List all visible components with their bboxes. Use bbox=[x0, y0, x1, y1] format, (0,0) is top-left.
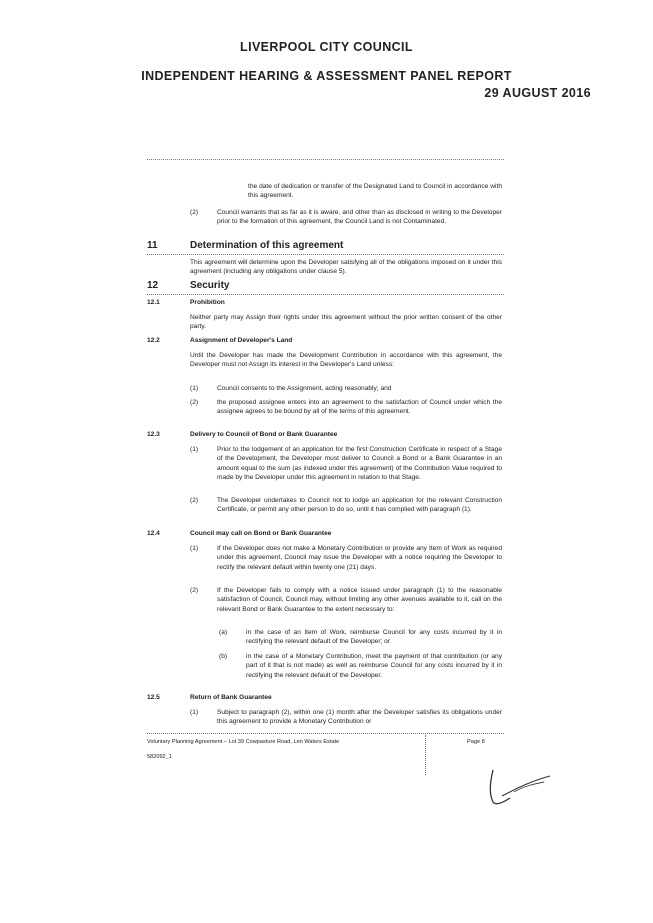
footer-page-number: Page 8 bbox=[467, 739, 485, 745]
clause-12-5-item-1-text: Subject to paragraph (2), within one (1)… bbox=[217, 709, 502, 726]
warranty-number: (2) bbox=[190, 209, 199, 216]
clause-12-5-number: 12.5 bbox=[147, 694, 160, 701]
clause-12-5-title: Return of Bank Guarantee bbox=[190, 694, 272, 701]
section-11-number: 11 bbox=[147, 240, 158, 251]
clause-12-4-subitem-b-number: (b) bbox=[219, 653, 228, 660]
clause-12-3-item-2-number: (2) bbox=[190, 497, 199, 504]
clause-12-4-item-2-number: (2) bbox=[190, 587, 199, 594]
footer-rule bbox=[147, 733, 504, 734]
clause-12-4-item-1-number: (1) bbox=[190, 545, 199, 552]
clause-12-4-number: 12.4 bbox=[147, 530, 160, 537]
clause-12-1-title: Prohibition bbox=[190, 299, 225, 306]
clause-12-3-item-1-number: (1) bbox=[190, 446, 199, 453]
signature-image bbox=[489, 769, 551, 805]
council-title: LIVERPOOL CITY COUNCIL bbox=[240, 40, 413, 54]
report-title: INDEPENDENT HEARING & ASSESSMENT PANEL R… bbox=[141, 69, 512, 83]
section-11-text: This agreement will determine upon the D… bbox=[190, 259, 502, 276]
clause-12-4-subitem-a-number: (a) bbox=[219, 629, 228, 636]
clause-12-2-item-1-number: (1) bbox=[190, 385, 199, 392]
clause-12-1-number: 12.1 bbox=[147, 299, 160, 306]
clause-12-5-item-1-number: (1) bbox=[190, 709, 199, 716]
continued-text: the date of dedication or transfer of th… bbox=[248, 183, 502, 200]
clause-12-3-item-1-text: Prior to the lodgement of an application… bbox=[217, 446, 502, 482]
footer-reference: 582092_1 bbox=[147, 754, 172, 760]
clause-12-2-text: Until the Developer has made the Develop… bbox=[190, 352, 502, 369]
section-12-title: Security bbox=[190, 280, 230, 291]
clause-12-4-item-2-text: If the Developer fails to comply with a … bbox=[217, 587, 502, 613]
clause-12-2-item-2-text: the proposed assignee enters into an agr… bbox=[217, 399, 502, 416]
section-11-title: Determination of this agreement bbox=[190, 240, 344, 251]
warranty-text: Council warrants that as far as it is aw… bbox=[217, 209, 502, 226]
clause-12-4-subitem-b-text: in the case of a Monetary Contribution, … bbox=[246, 653, 502, 679]
footer-document-title: Voluntary Planning Agreement – Lot 39 Co… bbox=[147, 739, 340, 745]
clause-12-4-subitem-a-text: in the case of an Item of Work, reimburs… bbox=[246, 629, 502, 646]
clause-12-3-title: Delivery to Council of Bond or Bank Guar… bbox=[190, 431, 338, 438]
clause-12-2-item-1-text: Council consents to the Assignment, acti… bbox=[217, 385, 392, 392]
page-top-rule bbox=[147, 159, 504, 160]
clause-12-4-item-1-text: If the Developer does not make a Monetar… bbox=[217, 545, 502, 571]
clause-12-3-number: 12.3 bbox=[147, 431, 160, 438]
clause-12-2-title: Assignment of Developer's Land bbox=[190, 337, 293, 344]
clause-12-1-text: Neither party may Assign their rights un… bbox=[190, 314, 502, 331]
footer-divider bbox=[425, 735, 426, 775]
clause-12-2-item-2-number: (2) bbox=[190, 399, 199, 406]
clause-12-2-number: 12.2 bbox=[147, 337, 160, 344]
clause-12-4-title: Council may call on Bond or Bank Guarant… bbox=[190, 530, 332, 537]
report-date: 29 AUGUST 2016 bbox=[484, 86, 591, 100]
section-12-number: 12 bbox=[147, 280, 159, 291]
clause-12-3-item-2-text: The Developer undertakes to Council not … bbox=[217, 497, 502, 514]
section-12-rule bbox=[147, 294, 504, 295]
section-11-rule bbox=[147, 254, 504, 255]
